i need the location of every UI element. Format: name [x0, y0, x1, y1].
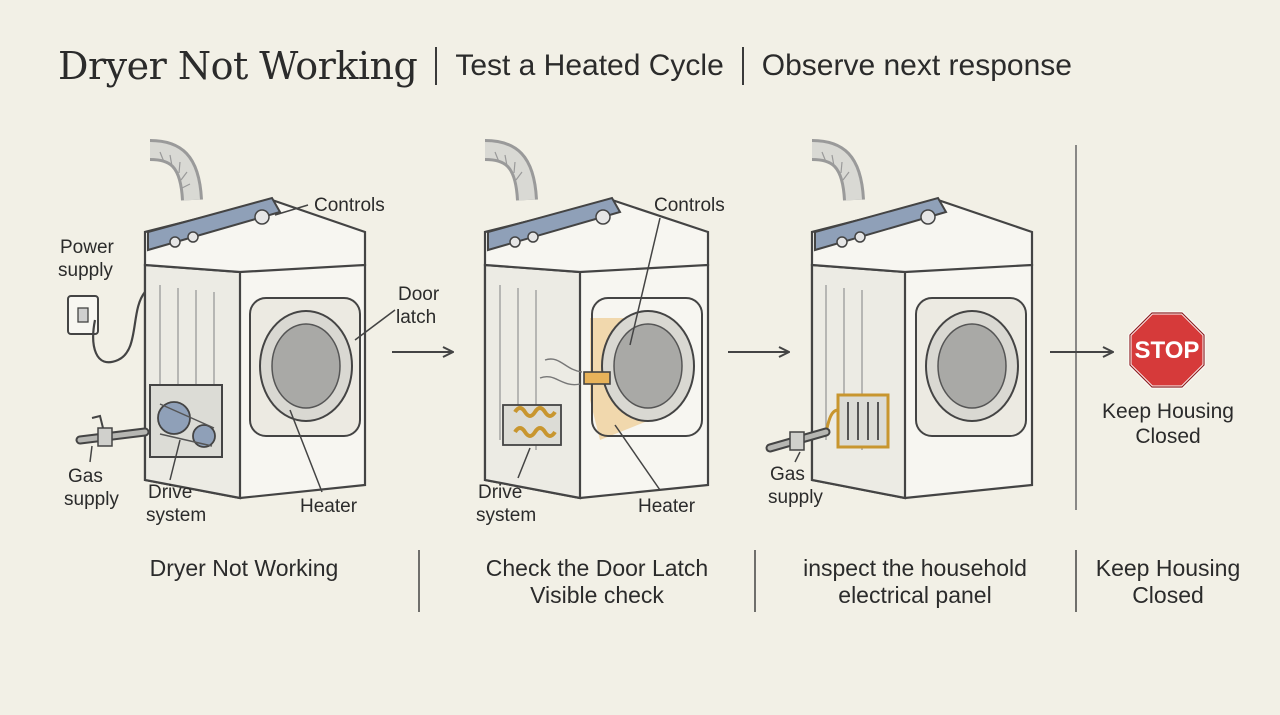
label-heater: Heater [300, 496, 358, 517]
label-door-line1: Door [398, 284, 440, 305]
caption-step-2-line2: Visible check [530, 582, 664, 608]
label-drive-line1: Drive [148, 482, 192, 503]
dryer-illustration-3 [765, 139, 1034, 500]
label-controls: Controls [314, 195, 385, 216]
captions: Dryer Not Working Check the Door Latch V… [150, 550, 1241, 612]
title-divider [741, 47, 744, 85]
label-gas-line1-3: Gas [770, 464, 805, 485]
dryer-illustration-2 [483, 139, 710, 500]
stop-note-line2: Closed [1135, 425, 1200, 448]
panel2-labels: Controls Drive system Heater [476, 195, 725, 526]
action-title: Observe next response [761, 49, 1072, 82]
label-drive-line2-2: system [476, 505, 536, 526]
label-gas-line2-3: supply [768, 487, 823, 508]
caption-step-4-line1: Keep Housing [1096, 555, 1241, 581]
label-drive-line2: system [146, 505, 206, 526]
step-title: Test a Heated Cycle [455, 49, 724, 82]
caption-step-3-line2: electrical panel [838, 582, 991, 608]
page-title: Dryer Not Working [58, 44, 418, 88]
dryer-illustration-1 [67, 139, 367, 500]
label-drive-line1-2: Drive [478, 482, 522, 503]
page-header: Dryer Not Working Test a Heated Cycle Ob… [58, 44, 1072, 88]
caption-step-3-line1: inspect the household [803, 555, 1027, 581]
panel1-labels: Controls Power supply Door latch Gas sup… [58, 195, 440, 526]
label-controls-2: Controls [654, 195, 725, 216]
stop-sign: STOP [1128, 311, 1206, 389]
caption-step-2-line1: Check the Door Latch [486, 555, 708, 581]
stop-note-line1: Keep Housing [1102, 400, 1234, 423]
caption-step-1: Dryer Not Working [150, 555, 339, 581]
caption-step-4-line2: Closed [1132, 582, 1204, 608]
label-door-line2: latch [396, 307, 436, 328]
label-gas-line1: Gas [68, 466, 103, 487]
label-gas-line2: supply [64, 489, 119, 510]
label-power-line1: Power [60, 237, 115, 258]
label-power-line2: supply [58, 260, 113, 281]
panel3-labels: Gas supply [768, 451, 823, 508]
stop-sign-text: STOP [1135, 337, 1200, 364]
label-heater-2: Heater [638, 496, 696, 517]
title-divider [435, 47, 438, 85]
